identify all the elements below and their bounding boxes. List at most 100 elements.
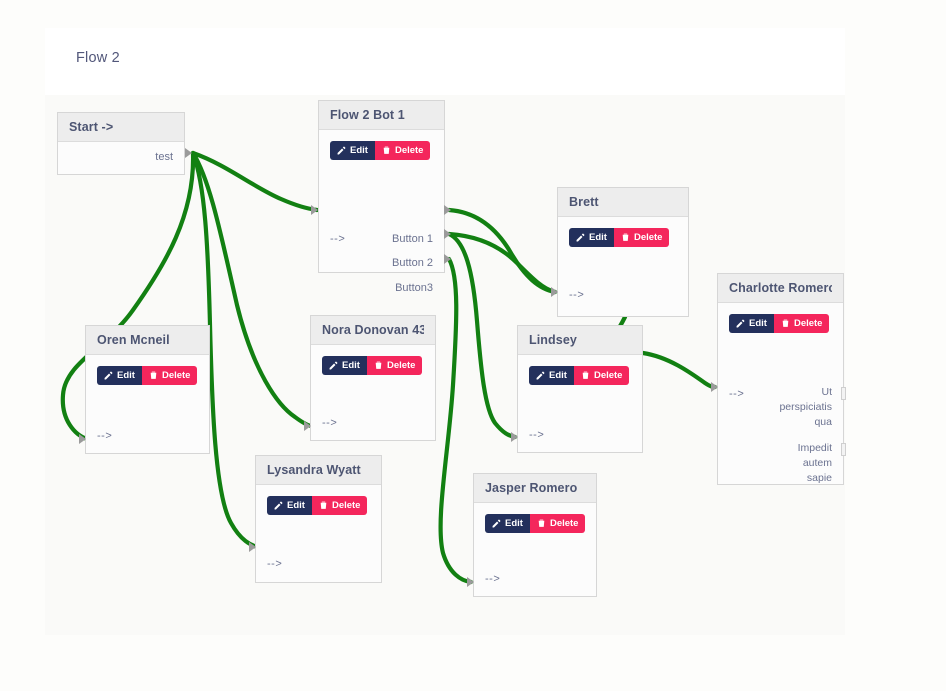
node-lindsey-header: Lindsey	[518, 326, 642, 355]
port-oren-mcneil-in[interactable]: -->	[97, 430, 113, 442]
flow-canvas[interactable]: Start -> test Flow 2 Bot 1 Edit De	[45, 95, 846, 635]
node-brett[interactable]: Brett Edit Delete -->	[557, 187, 689, 317]
edit-button[interactable]: Edit	[529, 366, 574, 385]
charlotte-text-block-1: Ut perspiciatis qua	[779, 386, 832, 428]
caret-oren-in	[79, 434, 86, 444]
delete-button[interactable]: Delete	[366, 356, 423, 375]
charlotte-output-nub-2[interactable]	[841, 443, 846, 456]
node-oren-mcneil-body: Edit Delete -->	[86, 355, 209, 453]
node-flow2bot1-title: Flow 2 Bot 1	[330, 108, 405, 122]
trash-icon	[319, 501, 328, 510]
caret-button2-out	[444, 229, 451, 239]
trash-icon	[781, 319, 790, 328]
node-lindsey[interactable]: Lindsey Edit Delete -->	[517, 325, 643, 453]
pencil-icon	[536, 371, 545, 380]
node-lysandra-wyatt-actions: Edit Delete	[267, 496, 368, 515]
node-charlotte-romero[interactable]: Charlotte Romero Edit Delete --> Ut pers…	[717, 273, 846, 485]
edit-button[interactable]: Edit	[97, 366, 142, 385]
port-brett-in[interactable]: -->	[569, 289, 585, 301]
trash-icon	[374, 361, 383, 370]
node-lindsey-body: Edit Delete -->	[518, 355, 642, 452]
delete-button[interactable]: Delete	[613, 228, 670, 247]
delete-button[interactable]: Delete	[773, 314, 830, 333]
port-nora-donovan-in[interactable]: -->	[322, 417, 338, 429]
node-lindsey-title: Lindsey	[529, 333, 577, 347]
delete-label: Delete	[161, 369, 191, 381]
node-jasper-romero[interactable]: Jasper Romero Edit Delete -->	[473, 473, 597, 597]
node-charlotte-romero-title: Charlotte Romero	[729, 281, 832, 295]
node-start[interactable]: Start -> test	[57, 112, 185, 175]
node-oren-mcneil-header: Oren Mcneil	[86, 326, 209, 355]
port-jasper-romero-in[interactable]: -->	[485, 573, 501, 585]
node-lysandra-wyatt-header: Lysandra Wyatt	[256, 456, 381, 485]
caret-brett-in	[551, 287, 558, 297]
caret-button1-out	[444, 205, 451, 215]
port-button-1[interactable]: Button 1	[392, 233, 433, 245]
delete-label: Delete	[793, 317, 823, 329]
delete-label: Delete	[593, 369, 623, 381]
node-oren-mcneil[interactable]: Oren Mcneil Edit Delete -->	[85, 325, 210, 454]
delete-button[interactable]: Delete	[529, 514, 586, 533]
edit-button[interactable]: Edit	[569, 228, 614, 247]
node-charlotte-romero-body: Edit Delete --> Ut perspiciatis qua Impe…	[718, 303, 846, 484]
node-nora-donovan-body: Edit Delete -->	[311, 345, 435, 440]
edge-lindsey-charlotte	[640, 350, 718, 390]
node-brett-actions: Edit Delete	[569, 228, 670, 247]
caret-charlotte-in	[711, 382, 718, 392]
delete-label: Delete	[633, 231, 663, 243]
port-charlotte-romero-in[interactable]: -->	[729, 388, 745, 400]
node-oren-mcneil-actions: Edit Delete	[97, 366, 198, 385]
node-brett-title: Brett	[569, 195, 599, 209]
edit-button[interactable]: Edit	[729, 314, 774, 333]
delete-button[interactable]: Delete	[573, 366, 630, 385]
edit-label: Edit	[589, 231, 607, 243]
pencil-icon	[492, 519, 501, 528]
node-lysandra-wyatt-title: Lysandra Wyatt	[267, 463, 361, 477]
edge-button3-jasper	[438, 256, 474, 585]
port-lysandra-wyatt-in[interactable]: -->	[267, 558, 283, 570]
delete-label: Delete	[549, 517, 579, 529]
pencil-icon	[337, 146, 346, 155]
node-charlotte-romero-actions: Edit Delete	[729, 314, 830, 333]
node-jasper-romero-header: Jasper Romero	[474, 474, 596, 503]
delete-button[interactable]: Delete	[374, 141, 431, 160]
port-lindsey-in[interactable]: -->	[529, 429, 545, 441]
delete-label: Delete	[386, 359, 416, 371]
node-flow2bot1[interactable]: Flow 2 Bot 1 Edit Delete --> Button 1 Bu…	[318, 100, 445, 294]
edge-button2-lindsey	[446, 231, 518, 440]
node-lindsey-actions: Edit Delete	[529, 366, 630, 385]
delete-button[interactable]: Delete	[311, 496, 368, 515]
node-brett-body: Edit Delete -->	[558, 217, 688, 316]
delete-label: Delete	[331, 499, 361, 511]
caret-nora-in	[304, 421, 311, 431]
charlotte-text-block-2: Impedit autem sapie	[797, 442, 832, 484]
edit-label: Edit	[287, 499, 305, 511]
port-start-test[interactable]: test	[155, 151, 173, 163]
node-nora-donovan[interactable]: Nora Donovan 43 Edit Delete -->	[310, 315, 436, 441]
trash-icon	[581, 371, 590, 380]
node-start-body: test	[58, 142, 184, 174]
charlotte-output-nub-1[interactable]	[841, 387, 846, 400]
page-title: Flow 2	[76, 50, 120, 66]
node-flow2bot1-header: Flow 2 Bot 1	[319, 101, 444, 130]
delete-button[interactable]: Delete	[141, 366, 198, 385]
edit-button[interactable]: Edit	[330, 141, 375, 160]
edit-button[interactable]: Edit	[267, 496, 312, 515]
node-lysandra-wyatt[interactable]: Lysandra Wyatt Edit Delete -->	[255, 455, 382, 583]
port-button-3[interactable]: Button3	[395, 282, 433, 294]
port-button-2[interactable]: Button 2	[392, 257, 433, 269]
edge-start-flow2bot1	[190, 150, 320, 213]
edge-start-nora	[190, 150, 314, 429]
edit-label: Edit	[342, 359, 360, 371]
edit-button[interactable]: Edit	[485, 514, 530, 533]
edge-layer	[60, 150, 718, 585]
edit-button[interactable]: Edit	[322, 356, 367, 375]
pencil-icon	[274, 501, 283, 510]
node-flow2bot1-actions: Edit Delete	[330, 141, 431, 160]
node-nora-donovan-header: Nora Donovan 43	[311, 316, 435, 345]
node-oren-mcneil-title: Oren Mcneil	[97, 333, 170, 347]
port-flow2bot1-in[interactable]: -->	[330, 233, 346, 245]
node-lysandra-wyatt-body: Edit Delete -->	[256, 485, 381, 582]
pencil-icon	[576, 233, 585, 242]
